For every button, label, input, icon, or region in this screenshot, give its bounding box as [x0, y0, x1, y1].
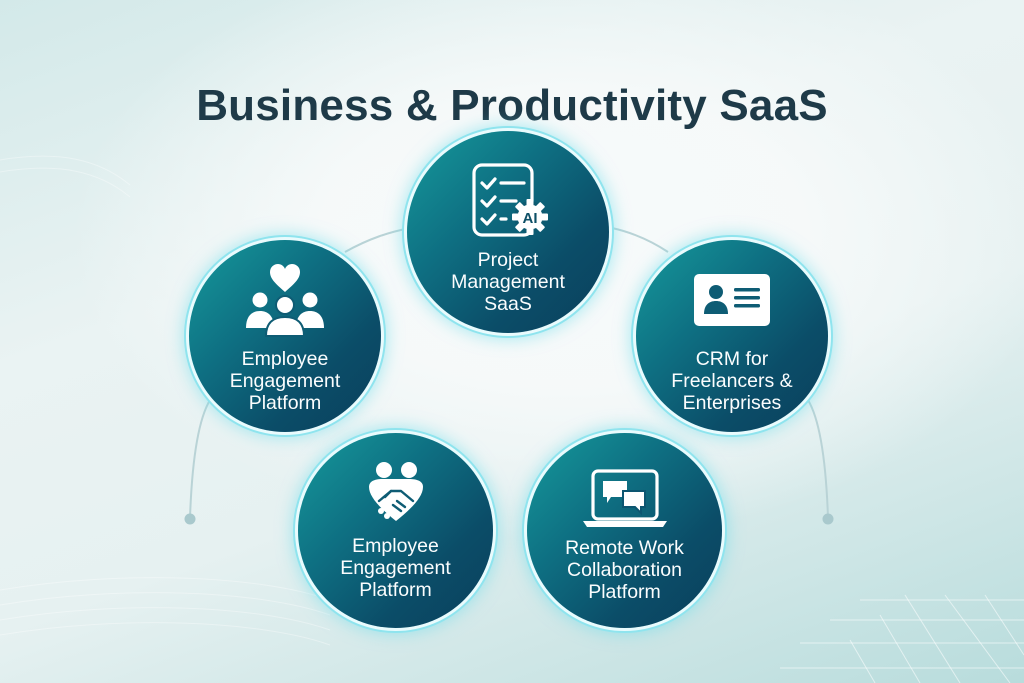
node-label: CRM for Freelancers & Enterprises [671, 348, 793, 414]
node-employee-engagement-left[interactable]: Employee Engagement Platform [189, 240, 381, 432]
node-remote-work[interactable]: Remote Work Collaboration Platform [527, 433, 722, 628]
page-title: Business & Productivity SaaS [196, 81, 828, 131]
node-label: Employee Engagement Platform [340, 535, 451, 601]
node-employee-engagement-bottom[interactable]: Employee Engagement Platform [298, 433, 493, 628]
checklist-ai-gear-icon: AI [472, 163, 548, 237]
contact-card-icon [694, 274, 770, 326]
handshake-people-icon [368, 462, 423, 521]
node-label: Remote Work Collaboration Platform [565, 537, 684, 603]
node-label: Employee Engagement Platform [229, 348, 341, 414]
node-project-management[interactable]: AI Project Management SaaS [407, 131, 609, 333]
node-label: Project Management SaaS [451, 249, 565, 315]
svg-text:AI: AI [523, 210, 538, 227]
laptop-chat-icon [582, 469, 667, 527]
node-crm[interactable]: CRM for Freelancers & Enterprises [636, 240, 828, 432]
team-heart-icon [246, 264, 324, 337]
